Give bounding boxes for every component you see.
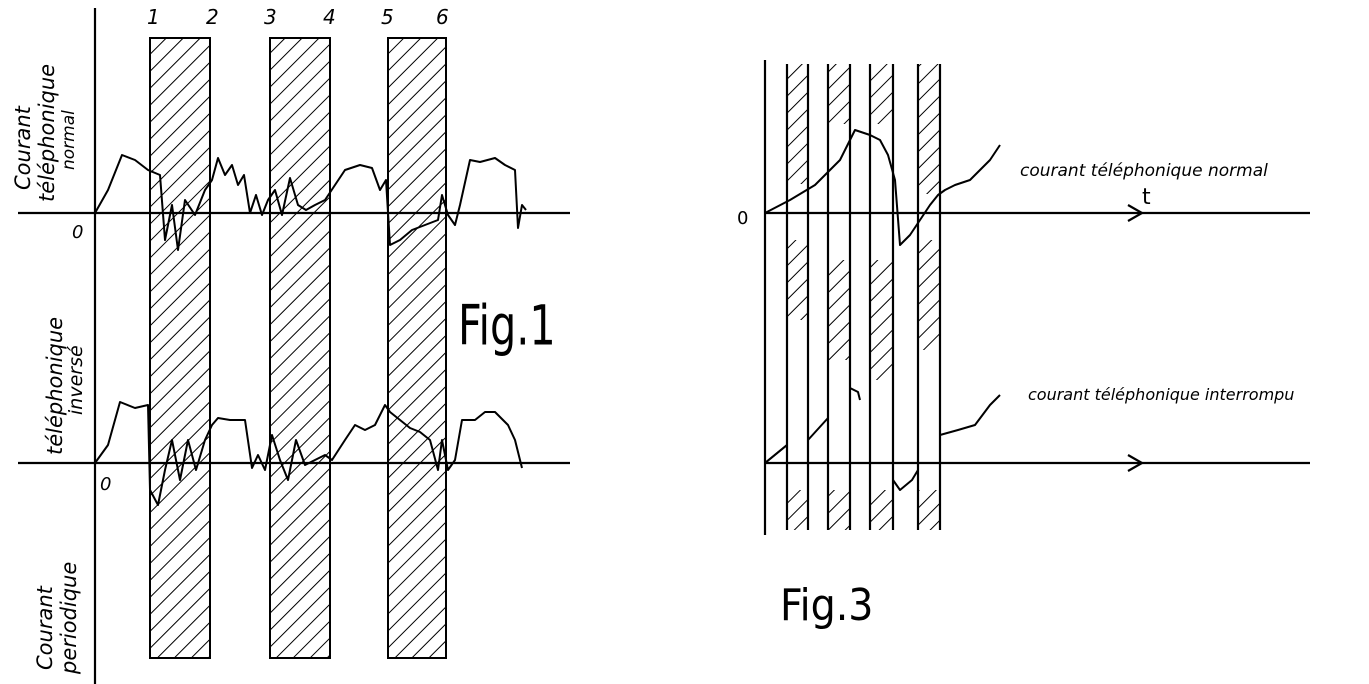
- band-number-1: 1: [147, 5, 160, 29]
- hatched-band-3-4: [269, 37, 331, 659]
- hatch-segment: [870, 260, 893, 380]
- band-number-5: 5: [381, 5, 394, 29]
- svg-text:inversé: inversé: [65, 345, 87, 415]
- zero-label-bottom: 0: [100, 474, 111, 495]
- svg-text:téléphonique: téléphonique: [43, 317, 67, 455]
- time-label: t: [1142, 185, 1151, 210]
- label-normal-current: Courant téléphonique normal: [11, 64, 79, 202]
- vertical-lines: [763, 60, 942, 535]
- band-number-2: 2: [206, 5, 219, 29]
- arrow-icon: [1127, 454, 1145, 472]
- hatch-segment: [787, 490, 808, 530]
- band-number-6: 6: [436, 5, 449, 29]
- hatched-bands: [149, 37, 447, 659]
- hatched-band-5-6: [387, 37, 447, 659]
- zero-label: 0: [737, 208, 748, 229]
- label-periodic-current: Courant periodique: [33, 562, 81, 675]
- hatched-stripes: [787, 64, 940, 530]
- hatch-segment: [828, 260, 850, 360]
- hatch-segment: [918, 490, 940, 530]
- arrow-icon: [1127, 204, 1145, 222]
- svg-text:téléphonique: téléphonique: [35, 64, 59, 202]
- svg-text:normal: normal: [59, 110, 79, 170]
- svg-text:periodique: periodique: [57, 562, 81, 675]
- waveform-interrupted-segments: [764, 387, 1001, 491]
- svg-text:Courant: Courant: [11, 105, 35, 190]
- label-normal-current: courant téléphonique normal: [1020, 161, 1268, 181]
- hatch-segment: [870, 64, 893, 124]
- hatch-segment: [828, 490, 850, 530]
- svg-text:Courant: Courant: [33, 585, 57, 670]
- hatch-segment: [918, 64, 940, 194]
- figure-3-title: Fig.3: [780, 580, 873, 631]
- waveform-normal-fig3: [764, 129, 1001, 246]
- label-inverted-current: téléphonique inversé: [43, 317, 87, 455]
- hatch-segment: [787, 240, 808, 320]
- hatch-segment: [870, 490, 893, 530]
- waveform-normal: [94, 154, 527, 251]
- waveform-inverted: [94, 401, 523, 506]
- figure-1: 1 2 3 4 5 6 0 0 Courant téléphonique nor…: [11, 5, 570, 684]
- hatch-segment: [787, 64, 808, 184]
- hatch-segment: [828, 64, 850, 124]
- label-interrupted-current: courant téléphonique interrompu: [1028, 385, 1294, 404]
- band-number-4: 4: [323, 5, 336, 29]
- zero-label-top: 0: [72, 222, 83, 243]
- figure-1-title: Fig.1: [458, 293, 556, 357]
- band-numbers: 1 2 3 4 5 6: [147, 5, 449, 29]
- hatched-band-1-2: [149, 37, 211, 659]
- band-number-3: 3: [264, 5, 277, 29]
- figure-3: 0 t courant téléphonique normal courant …: [737, 60, 1310, 631]
- hatch-segment: [918, 240, 940, 350]
